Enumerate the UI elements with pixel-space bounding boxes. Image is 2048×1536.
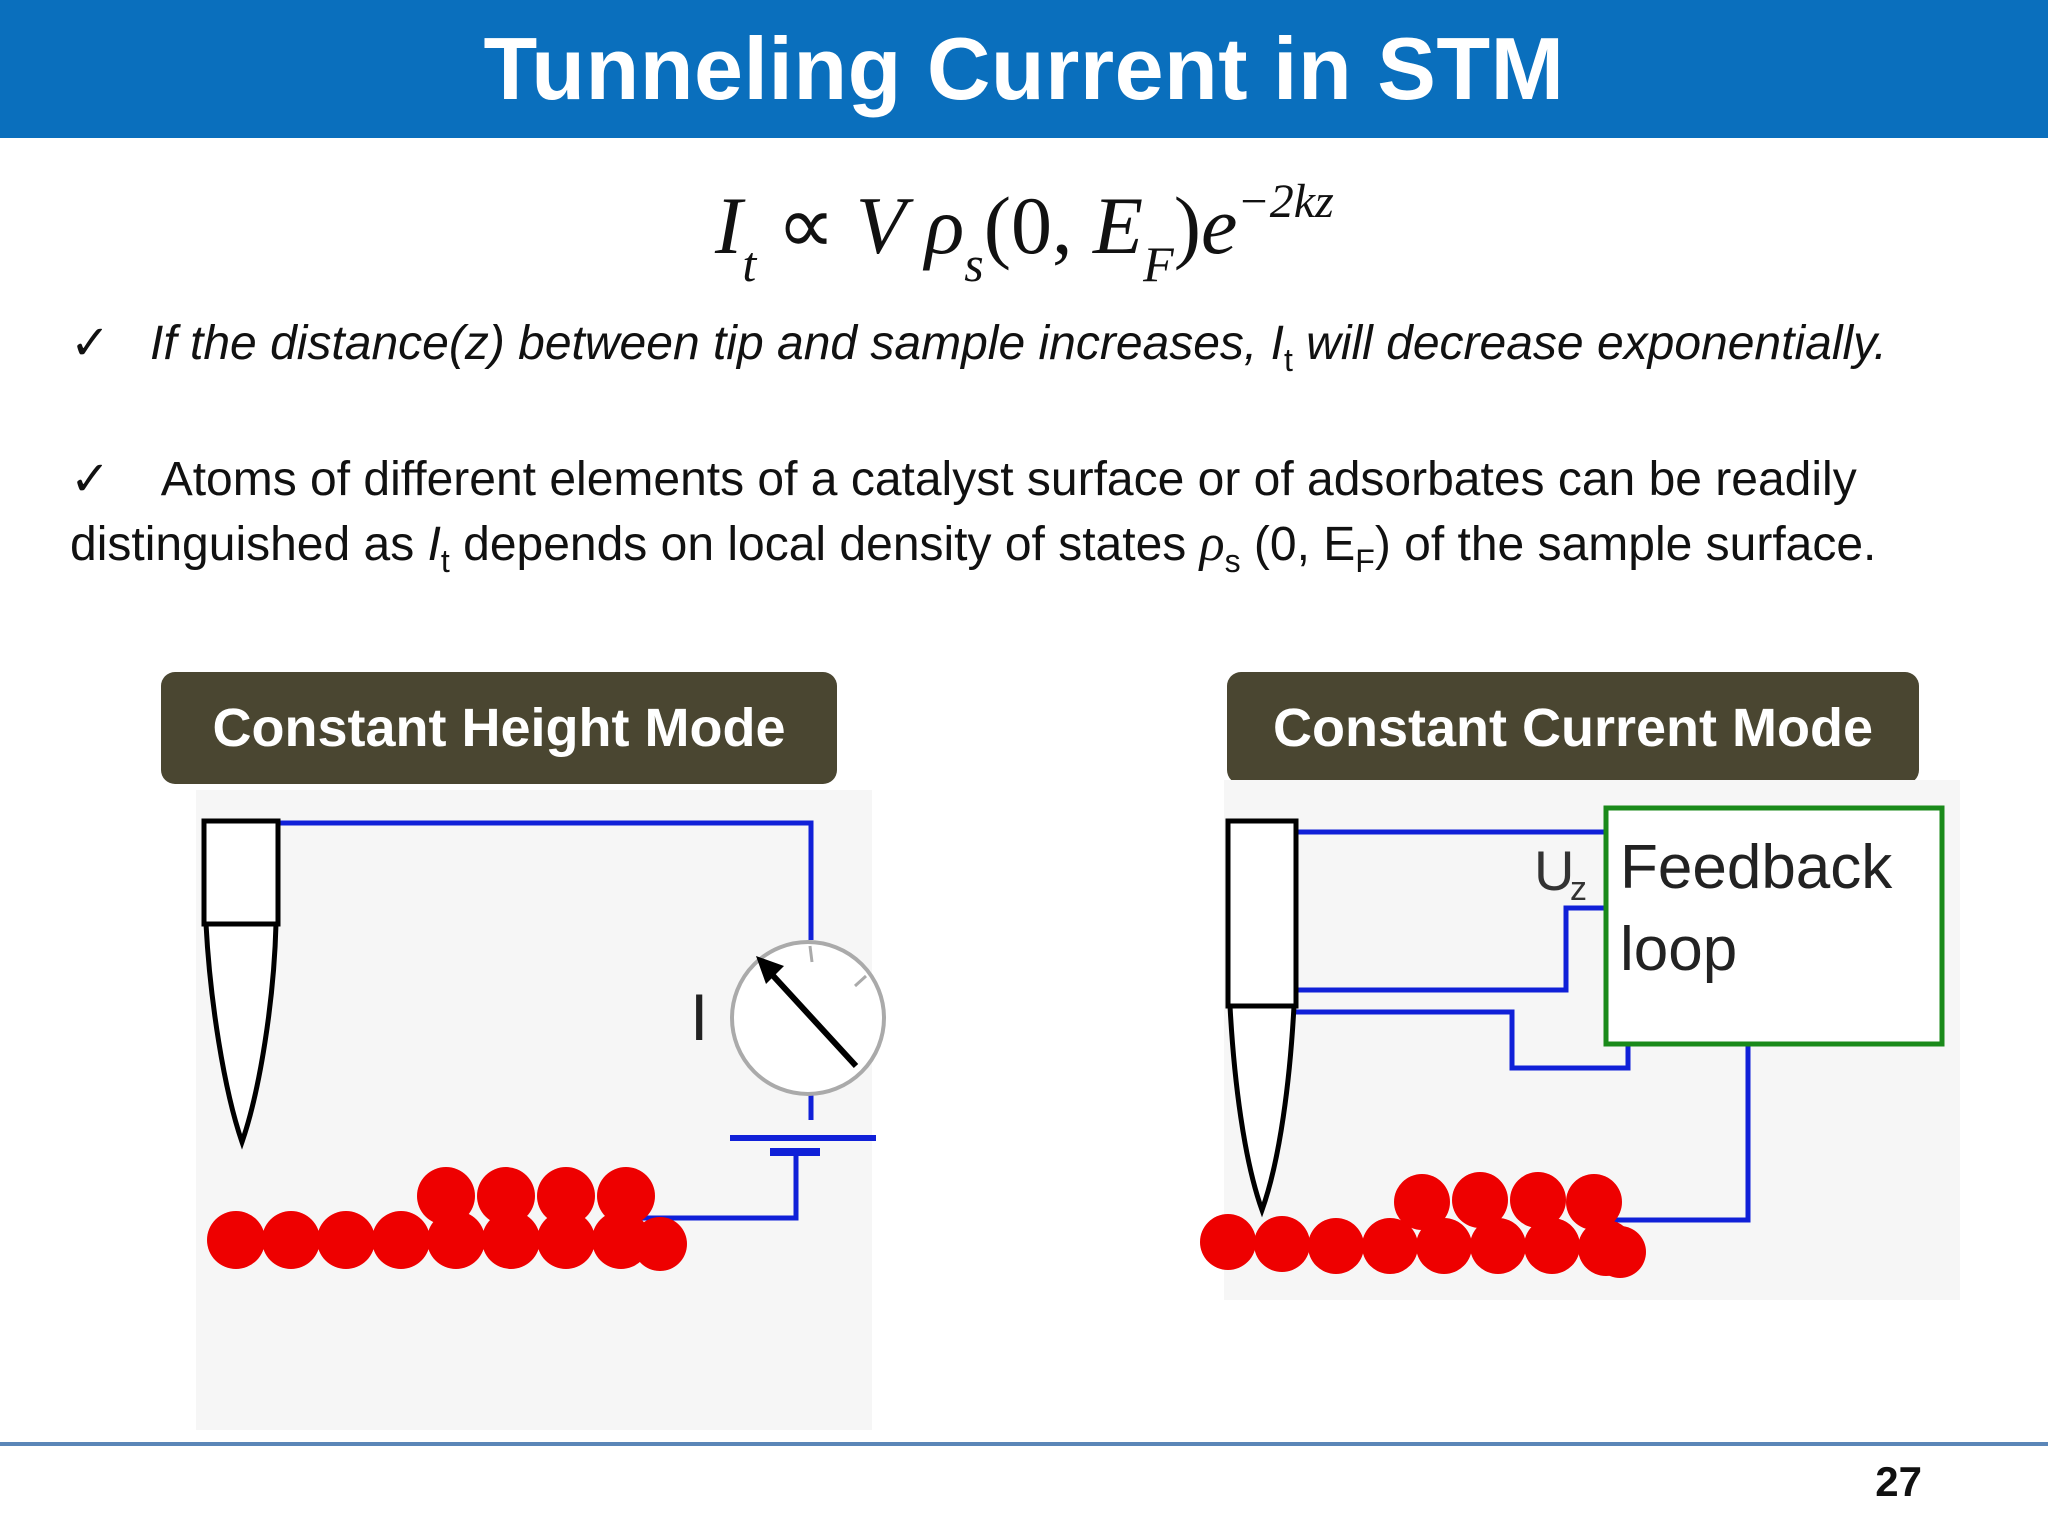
uz-subscript: z — [1570, 870, 1587, 908]
stm-tip-left — [201, 818, 281, 1150]
bullet-atoms-rho: ρ — [1199, 515, 1225, 572]
constant-height-diagram-bg — [196, 790, 872, 1430]
formula-e: e — [1201, 180, 1238, 271]
current-label: I — [690, 980, 708, 1054]
bullet-atoms-I-subscript: t — [440, 543, 450, 579]
tunneling-formula: It ∝ V ρs(0, EF)e−2kz — [715, 175, 1395, 298]
sample-atoms-left — [207, 1167, 687, 1271]
footer-divider — [0, 1442, 2048, 1446]
bullet-atoms-text-3: (0, E — [1240, 518, 1356, 571]
title-bar: Tunneling Current in STM — [0, 0, 2048, 138]
constant-current-mode-label: Constant Current Mode — [1227, 672, 1919, 784]
bullet-atoms-E-subscript: F — [1355, 543, 1375, 579]
sample-atoms-right — [1200, 1172, 1646, 1278]
page-number: 27 — [1875, 1458, 1922, 1505]
formula-exponent: −2kz — [1237, 175, 1334, 228]
constant-height-mode-label: Constant Height Mode — [161, 672, 837, 784]
stm-tip-right — [1225, 818, 1299, 1218]
feedback-label-line2: loop — [1620, 915, 1737, 984]
formula-I-subscript: t — [742, 236, 757, 292]
formula-args-open: (0, — [983, 180, 1094, 271]
bullet-atoms: ✓ Atoms of different elements of a catal… — [70, 448, 1990, 581]
checkmark-icon: ✓ — [70, 453, 111, 506]
formula-args-close: ) — [1173, 180, 1201, 271]
formula-propto: ∝ — [776, 180, 836, 271]
feedback-loop-box — [1603, 805, 1945, 1047]
feedback-label-line1: Feedback — [1620, 833, 1893, 902]
formula-rho-subscript: s — [964, 236, 984, 292]
bullet-atoms-rho-subscript: s — [1224, 543, 1241, 579]
uz-label: U — [1534, 839, 1574, 902]
bullet-distance-subscript: t — [1283, 342, 1293, 378]
formula-rho: ρ — [924, 180, 965, 271]
current-circuit-wires — [1296, 829, 1751, 1223]
bullet-atoms-text-4: ) of the sample surface. — [1374, 518, 1877, 571]
bullet-atoms-I: I — [427, 518, 441, 571]
slide-title: Tunneling Current in STM — [483, 19, 1565, 118]
formula-I: I — [715, 180, 743, 271]
bullet-atoms-text-1: Atoms of different elements of a catalys… — [70, 453, 1857, 571]
bullet-distance: ✓ If the distance(z) between tip and samp… — [70, 315, 2040, 378]
checkmark-icon: ✓ — [70, 317, 111, 370]
battery-icon — [730, 1135, 876, 1156]
formula-E: E — [1093, 180, 1144, 271]
bullet-atoms-text-2: depends on local density of states — [449, 518, 1200, 571]
ammeter-icon — [730, 940, 886, 1096]
formula-E-subscript: F — [1143, 236, 1174, 292]
formula-V: V — [855, 180, 905, 271]
bullet-distance-text: If the distance(z) between tip and sampl… — [150, 317, 1284, 370]
bullet-distance-tail: will decrease exponentially. — [1292, 317, 1887, 370]
